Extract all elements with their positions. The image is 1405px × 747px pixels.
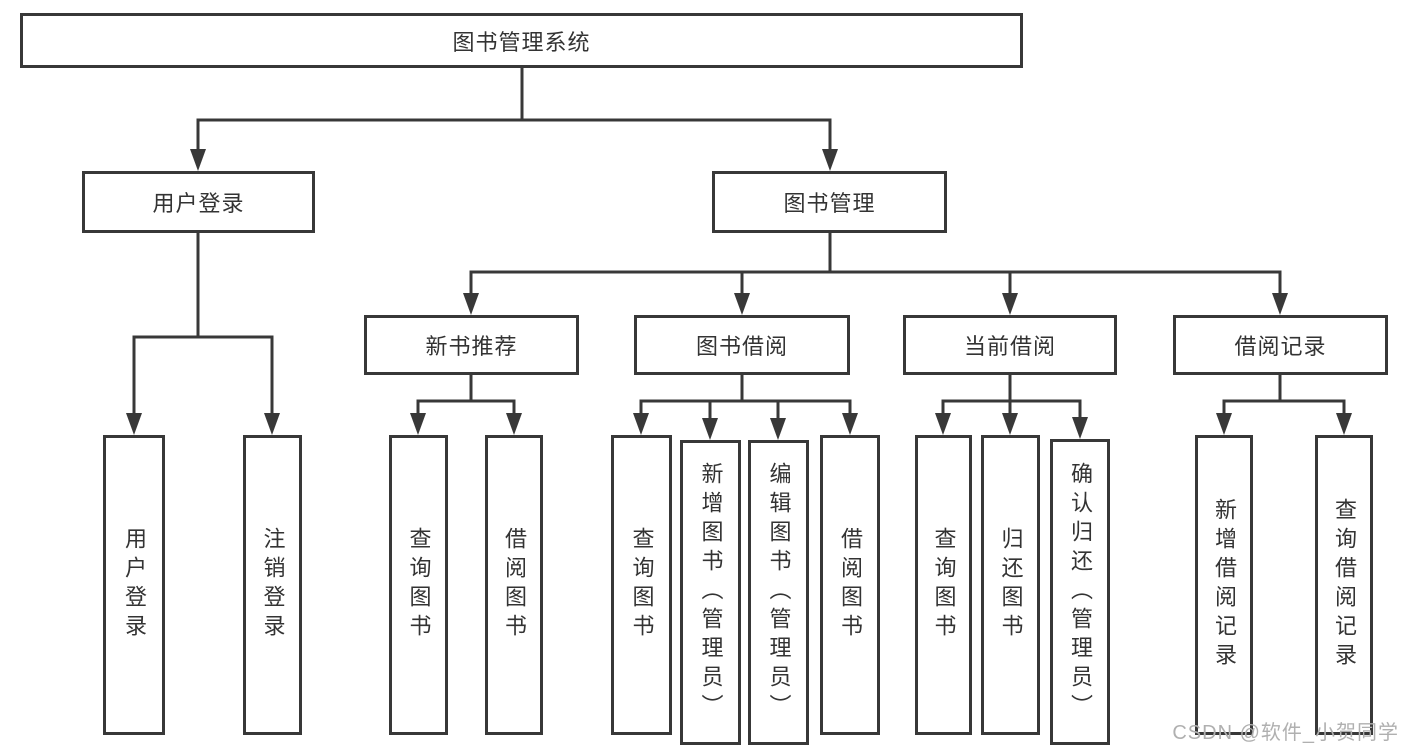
node-label: 编辑图书（管理员） <box>766 462 792 723</box>
arrowhead-icon <box>842 413 858 435</box>
node-leaf-logout: 注销登录 <box>243 435 302 735</box>
arrowhead-icon <box>463 293 479 315</box>
arrowhead-icon <box>410 413 426 435</box>
arrowhead-icon <box>822 149 838 171</box>
node-borrowing-records: 借阅记录 <box>1173 315 1388 375</box>
node-label: 借阅图书 <box>838 527 863 643</box>
node-leaf-return-book: 归还图书 <box>981 435 1040 735</box>
node-leaf-query-book-3: 查询图书 <box>915 435 972 735</box>
arrowhead-icon <box>935 413 951 435</box>
node-leaf-confirm-return: 确认归还（管理员） <box>1050 439 1110 745</box>
arrowhead-icon <box>702 418 718 440</box>
node-leaf-add-record: 新增借阅记录 <box>1195 435 1253 735</box>
node-current-borrowing: 当前借阅 <box>903 315 1117 375</box>
node-label: 查询图书 <box>931 527 957 643</box>
arrowhead-icon <box>126 413 142 435</box>
node-label: 归还图书 <box>998 527 1024 643</box>
arrowhead-icon <box>1072 417 1088 439</box>
node-label: 用户登录 <box>122 527 147 643</box>
node-leaf-user-login: 用户登录 <box>103 435 165 735</box>
node-label: 查询图书 <box>629 527 655 643</box>
node-label: 新增借阅记录 <box>1212 498 1237 672</box>
node-book-borrowing: 图书借阅 <box>634 315 850 375</box>
node-leaf-query-record: 查询借阅记录 <box>1315 435 1373 735</box>
arrowhead-icon <box>633 413 649 435</box>
node-label: 查询图书 <box>406 527 432 643</box>
arrowhead-icon <box>1272 293 1288 315</box>
arrowhead-icon <box>1216 413 1232 435</box>
node-leaf-add-book: 新增图书（管理员） <box>680 440 741 745</box>
node-label: 图书借阅 <box>695 334 788 359</box>
node-label: 图书管理 <box>783 191 876 216</box>
node-label: 借阅图书 <box>502 527 527 643</box>
node-label: 新增图书（管理员） <box>698 462 724 723</box>
node-new-book-recommend: 新书推荐 <box>364 315 579 375</box>
arrowhead-icon <box>190 149 206 171</box>
node-label: 当前借阅 <box>963 334 1056 359</box>
node-label: 查询借阅记录 <box>1332 498 1357 672</box>
node-label: 借阅记录 <box>1234 334 1327 359</box>
node-user-login: 用户登录 <box>82 171 315 233</box>
arrowhead-icon <box>734 293 750 315</box>
node-leaf-borrow-book-1: 借阅图书 <box>485 435 543 735</box>
node-label: 用户登录 <box>152 191 245 216</box>
arrowhead-icon <box>1336 413 1352 435</box>
node-book-management: 图书管理 <box>712 171 947 233</box>
node-label: 新书推荐 <box>425 334 518 359</box>
node-leaf-edit-book: 编辑图书（管理员） <box>748 440 809 745</box>
node-leaf-borrow-book-2: 借阅图书 <box>820 435 880 735</box>
node-root: 图书管理系统 <box>20 13 1023 68</box>
arrowhead-icon <box>264 413 280 435</box>
arrowhead-icon <box>1002 293 1018 315</box>
node-leaf-query-book-1: 查询图书 <box>389 435 448 735</box>
arrowhead-icon <box>770 418 786 440</box>
node-label: 图书管理系统 <box>452 29 591 55</box>
node-label: 注销登录 <box>260 527 286 643</box>
node-label: 确认归还（管理员） <box>1068 461 1093 723</box>
arrowhead-icon <box>506 413 522 435</box>
node-leaf-query-book-2: 查询图书 <box>611 435 672 735</box>
arrowhead-icon <box>1002 413 1018 435</box>
